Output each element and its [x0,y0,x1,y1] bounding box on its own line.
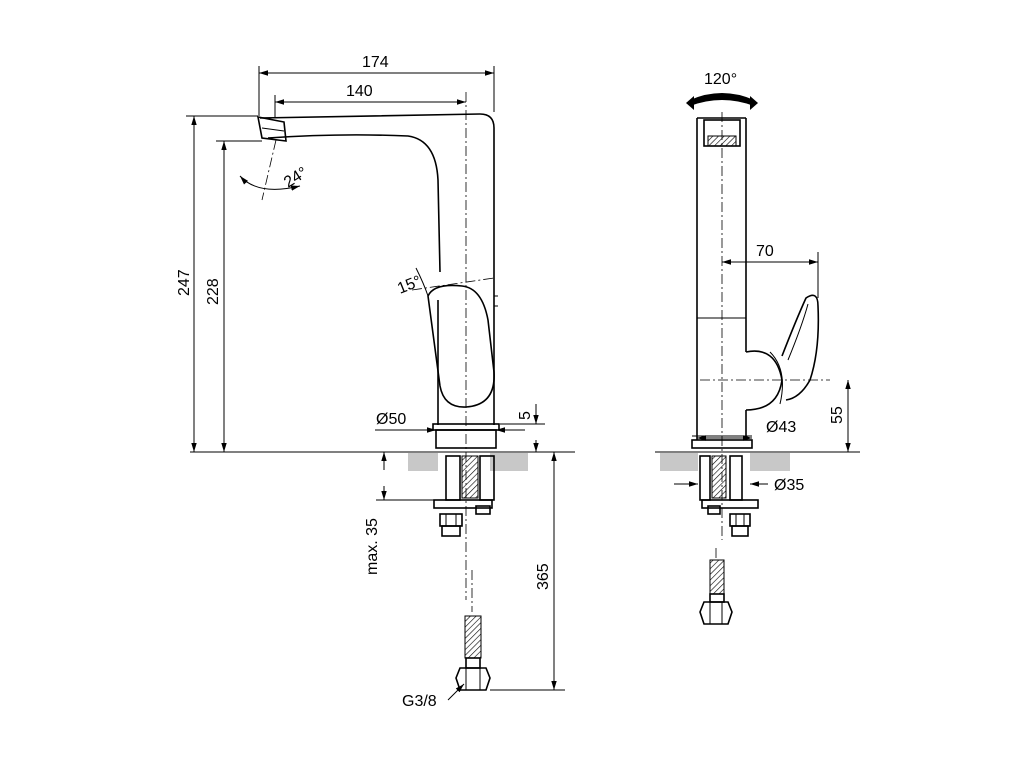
dim-174-label: 174 [362,54,389,71]
rotation-indicator: 120° [686,71,758,110]
front-faucet-body [256,113,500,449]
dim-hose-length-label: 365 [535,563,552,590]
dim-base-ring-label: 5 [517,411,534,420]
dim-247: 247 [176,115,258,452]
side-deck [655,451,860,471]
dim-spray-angle: 24° [239,164,311,191]
dim-thread: G3/8 [402,683,465,710]
dim-140: 140 [274,83,466,118]
side-faucet-body [691,117,820,449]
dim-body-diameter: Ø43 [697,419,796,441]
dim-lever-reach: 70 [722,243,819,298]
dim-thread-label: G3/8 [402,693,437,710]
dim-140-label: 140 [346,83,373,100]
dim-247-label: 247 [176,269,193,296]
dim-228-label: 228 [205,278,222,305]
dim-hole-diameter: Ø35 [674,477,804,494]
dim-lever-height-label: 55 [829,406,846,424]
dim-hose-length: 365 [490,451,565,691]
dim-base-diameter-label: Ø50 [376,411,406,428]
front-deck [190,451,575,471]
dim-max-deck: max. 35 [364,452,434,575]
dim-spray-angle-label: 24° [281,164,311,191]
front-view: 174 140 247 228 24° 15° [176,54,575,710]
side-mounting-stud [699,455,759,537]
side-centerlines [700,112,830,540]
dim-lever-angle: 15° [395,267,429,298]
front-centerlines [261,92,495,600]
dim-max-deck-label: max. 35 [364,518,381,575]
dim-174: 174 [258,54,495,116]
side-view: 120° [655,71,860,625]
dim-rotation-label: 120° [704,71,737,88]
front-mounting-stud [433,455,495,537]
dim-base-diameter: Ø50 [375,411,525,433]
front-hose-connector [455,570,491,691]
dim-base-ring: 5 [500,404,545,452]
dim-228: 228 [205,140,262,452]
dim-body-diameter-label: Ø43 [766,419,796,436]
side-hose-connector [699,548,733,625]
dim-lever-height: 55 [752,380,860,453]
dim-hole-diameter-label: Ø35 [774,477,804,494]
dim-lever-reach-label: 70 [756,243,774,260]
